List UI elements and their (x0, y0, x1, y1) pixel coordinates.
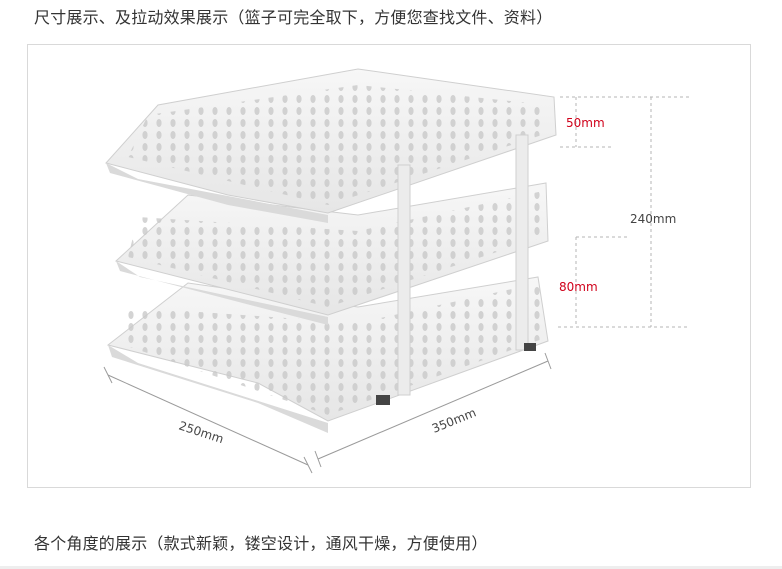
product-image-frame: 50mm 240mm 80mm 250mm 350mm (27, 44, 751, 488)
bottom-divider (0, 566, 782, 569)
base-dimension-lines (103, 352, 552, 474)
section-title-angles: 各个角度的展示（款式新颖，镂空设计，通风干燥，方便使用） (34, 534, 488, 553)
label-width: 350mm (430, 405, 478, 435)
label-depth: 250mm (177, 419, 225, 447)
height-dimension-lines (558, 96, 690, 328)
label-total-height: 240mm (630, 212, 676, 226)
support-rails (376, 134, 536, 405)
tray-top (105, 68, 557, 223)
tray-middle (114, 182, 549, 325)
file-tray-illustration: 50mm 240mm 80mm 250mm 350mm (103, 68, 690, 474)
section-title-size: 尺寸展示、及拉动效果展示（篮子可完全取下，方便您查找文件、资料） (34, 8, 553, 27)
label-top-gap: 50mm (566, 116, 605, 130)
tray-bottom (106, 276, 549, 433)
label-bottom-gap: 80mm (559, 280, 598, 294)
